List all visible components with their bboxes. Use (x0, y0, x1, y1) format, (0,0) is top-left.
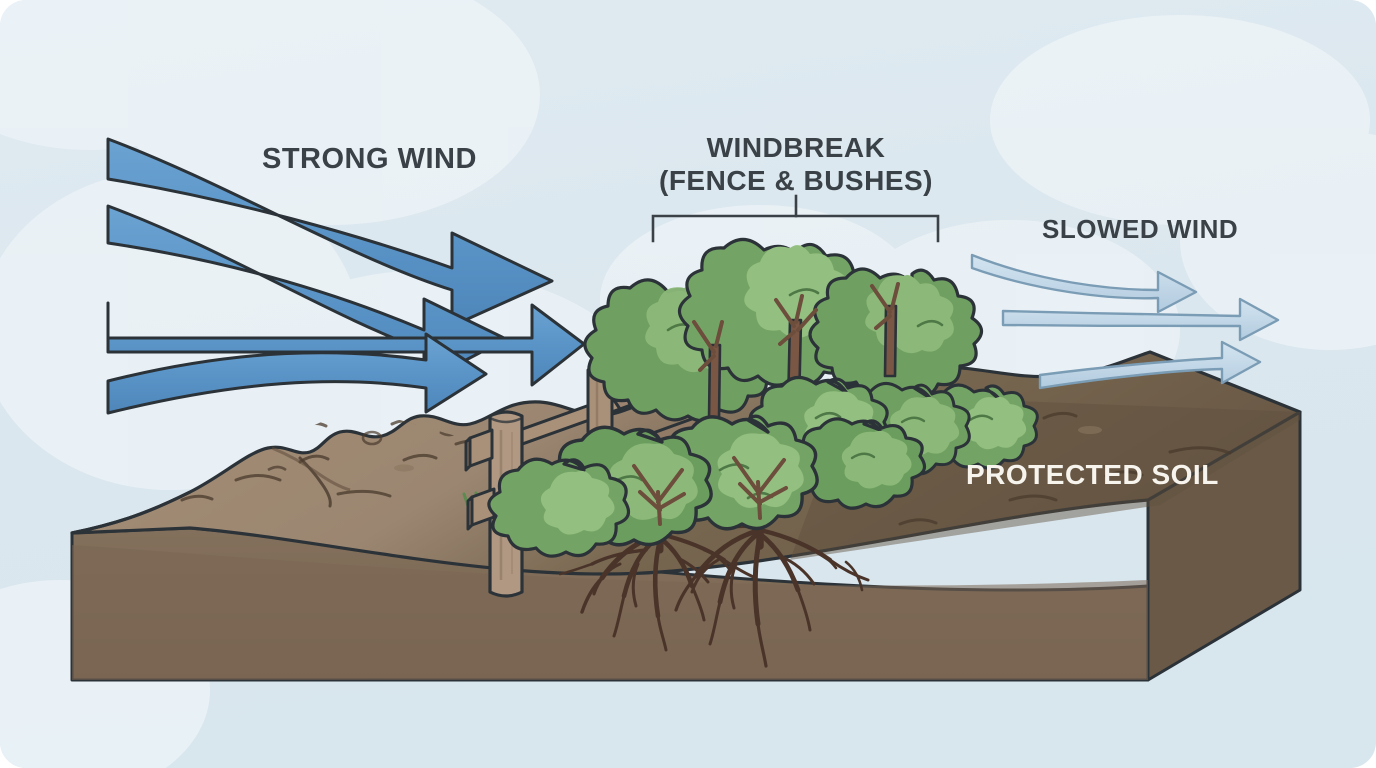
strong-arrow-1 (106, 137, 554, 328)
label-windbreak-line2: (FENCE & BUSHES) (658, 165, 934, 197)
label-slowed-wind: SLOWED WIND (1042, 214, 1239, 244)
bush-icon-front-far-left (487, 457, 631, 558)
bush-icon-front-right (792, 417, 927, 510)
subsoil-band (72, 545, 1148, 680)
wind-arrow-strong-icon (106, 137, 586, 415)
label-protected-soil: PROTECTED SOIL (966, 459, 1219, 490)
slowed-arrow-2 (1001, 297, 1280, 342)
wind-arrow-slowed-icon (970, 253, 1280, 390)
strong-arrow-4 (106, 332, 488, 415)
windbreak-bracket (651, 194, 940, 243)
slowed-arrow-3 (1038, 340, 1262, 390)
label-strong-wind: STRONG WIND (262, 143, 477, 175)
windbreak-vegetation (487, 237, 1039, 558)
root-system-right (674, 514, 870, 668)
slowed-arrow-1 (970, 253, 1198, 314)
strong-arrow-3 (106, 301, 586, 387)
soil-scarp (271, 446, 351, 492)
label-windbreak-line1: WINDBREAK (706, 132, 886, 163)
bush-stems (632, 456, 788, 526)
label-windbreak: WINDBREAK(FENCE & BUSHES) (659, 131, 933, 197)
tree-branches (692, 282, 900, 372)
